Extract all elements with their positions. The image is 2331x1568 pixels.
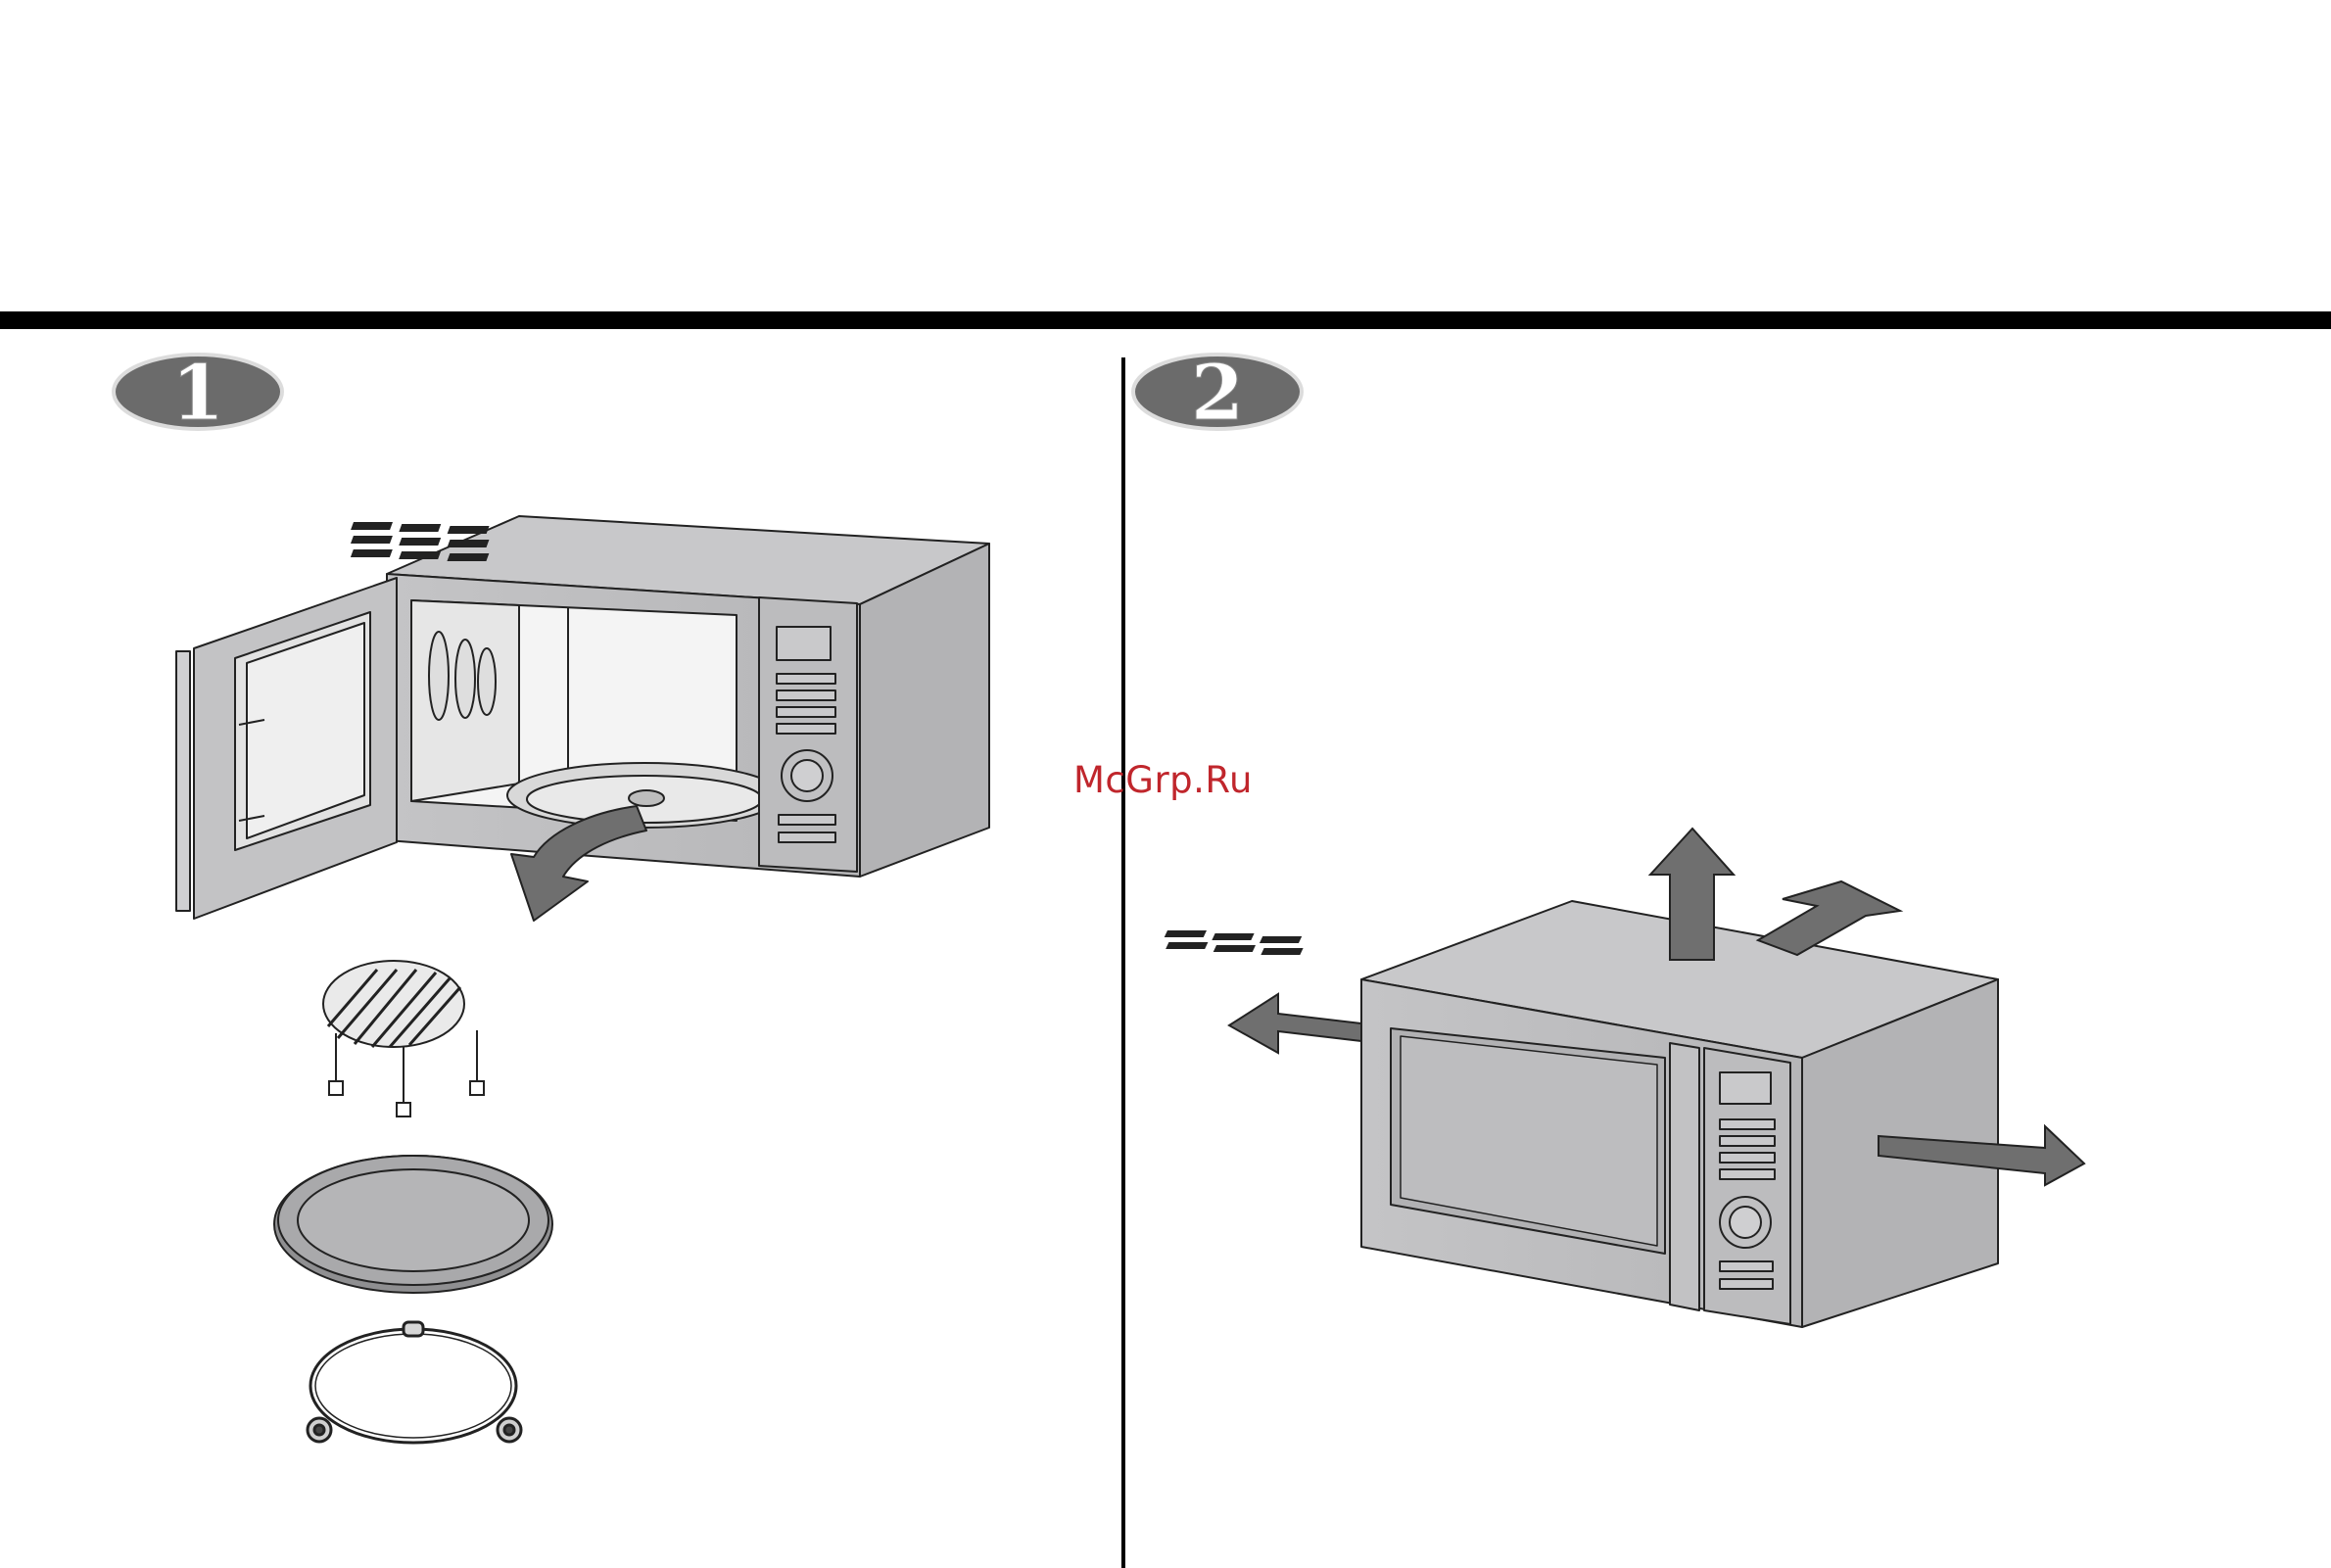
grill-rack-icon [323,961,484,1117]
microwave-closed-illustration [1165,901,1998,1327]
step-2-number: 2 [1191,349,1244,438]
step-2-badge: 2 [1133,349,1302,438]
glass-turntable-icon [274,1156,552,1293]
step-1-badge: 1 [114,349,282,438]
header-rule [0,311,2331,329]
step-1-number: 1 [171,349,224,438]
microwave-open-door-illustration [176,516,989,921]
arrow-left [1229,994,1361,1053]
top-vents-closed [1165,930,1304,955]
watermark-text: McGrp.Ru [1073,759,1253,801]
roller-ring-icon [308,1322,521,1443]
top-vents [351,522,490,561]
arrow-back [1758,881,1900,955]
